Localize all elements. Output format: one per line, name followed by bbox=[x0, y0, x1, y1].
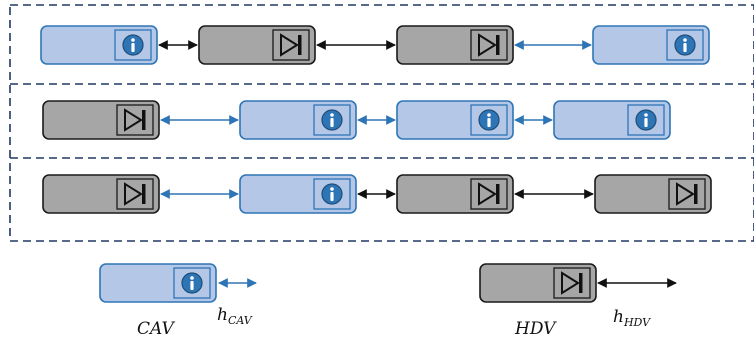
hdv-icon-frame bbox=[470, 29, 508, 61]
hdv-body bbox=[42, 174, 160, 214]
legend-hdv-name: HDV bbox=[515, 319, 556, 339]
info-icon bbox=[321, 109, 343, 131]
cav-icon-frame bbox=[313, 104, 351, 136]
cav-icon-frame bbox=[666, 29, 704, 61]
hdv-icon-frame bbox=[272, 29, 310, 61]
legend-cav-vehicle bbox=[99, 263, 217, 303]
legend-cav-gap-label: hCAV bbox=[217, 305, 252, 327]
platoon-frame bbox=[9, 4, 754, 242]
hdv-body bbox=[594, 174, 712, 214]
legend-hdv-gap-symbol: h bbox=[613, 307, 624, 327]
hdv-vehicle bbox=[42, 100, 160, 140]
play-to-end-icon bbox=[676, 182, 698, 206]
info-icon bbox=[635, 109, 657, 131]
legend bbox=[99, 263, 677, 303]
cav-vehicle bbox=[396, 100, 514, 140]
info-icon bbox=[674, 34, 696, 56]
hdv-icon-frame bbox=[116, 178, 154, 210]
cav-body bbox=[239, 100, 357, 140]
cav-body bbox=[396, 100, 514, 140]
cav-icon-frame bbox=[313, 178, 351, 210]
hdv-vehicle bbox=[396, 174, 514, 214]
hdv-vehicle bbox=[594, 174, 712, 214]
cav-vehicle bbox=[40, 25, 158, 65]
frame-border bbox=[9, 4, 754, 242]
platoon-row bbox=[40, 25, 710, 65]
cav-icon-frame bbox=[627, 104, 665, 136]
hdv-body bbox=[396, 174, 514, 214]
legend-hdv-gap-subscript: HDV bbox=[623, 316, 651, 329]
play-to-end-icon bbox=[478, 182, 500, 206]
hdv-vehicle bbox=[42, 174, 160, 214]
hdv-vehicle bbox=[198, 25, 316, 65]
info-icon bbox=[478, 109, 500, 131]
cav-icon-frame bbox=[173, 267, 211, 299]
cav-icon-frame bbox=[114, 29, 152, 61]
cav-body bbox=[553, 100, 671, 140]
legend-hdv-gap-label: hHDV bbox=[613, 307, 651, 329]
hdv-icon-frame bbox=[470, 178, 508, 210]
info-icon bbox=[122, 34, 144, 56]
play-to-end-icon bbox=[561, 271, 583, 295]
platoon-row bbox=[42, 100, 671, 140]
legend-hdv-vehicle bbox=[479, 263, 597, 303]
info-icon bbox=[181, 272, 203, 294]
hdv-body bbox=[396, 25, 514, 65]
play-to-end-icon bbox=[478, 33, 500, 57]
platoon-row bbox=[42, 174, 712, 214]
cav-body bbox=[40, 25, 158, 65]
hdv-body bbox=[42, 100, 160, 140]
cav-body bbox=[592, 25, 710, 65]
hdv-icon-frame bbox=[116, 104, 154, 136]
cav-icon-frame bbox=[470, 104, 508, 136]
hdv-body bbox=[479, 263, 597, 303]
hdv-icon-frame bbox=[553, 267, 591, 299]
legend-cav-name: CAV bbox=[137, 319, 174, 339]
legend-cav-gap-symbol: h bbox=[217, 305, 228, 325]
cav-vehicle bbox=[239, 100, 357, 140]
cav-body bbox=[239, 174, 357, 214]
hdv-vehicle bbox=[396, 25, 514, 65]
play-to-end-icon bbox=[124, 108, 146, 132]
cav-vehicle bbox=[553, 100, 671, 140]
cav-vehicle bbox=[239, 174, 357, 214]
cav-body bbox=[99, 263, 217, 303]
hdv-icon-frame bbox=[668, 178, 706, 210]
platoon-rows bbox=[40, 25, 712, 214]
cav-vehicle bbox=[592, 25, 710, 65]
legend-cav-gap-subscript: CAV bbox=[227, 314, 252, 327]
play-to-end-icon bbox=[124, 182, 146, 206]
hdv-body bbox=[198, 25, 316, 65]
play-to-end-icon bbox=[280, 33, 302, 57]
info-icon bbox=[321, 183, 343, 205]
